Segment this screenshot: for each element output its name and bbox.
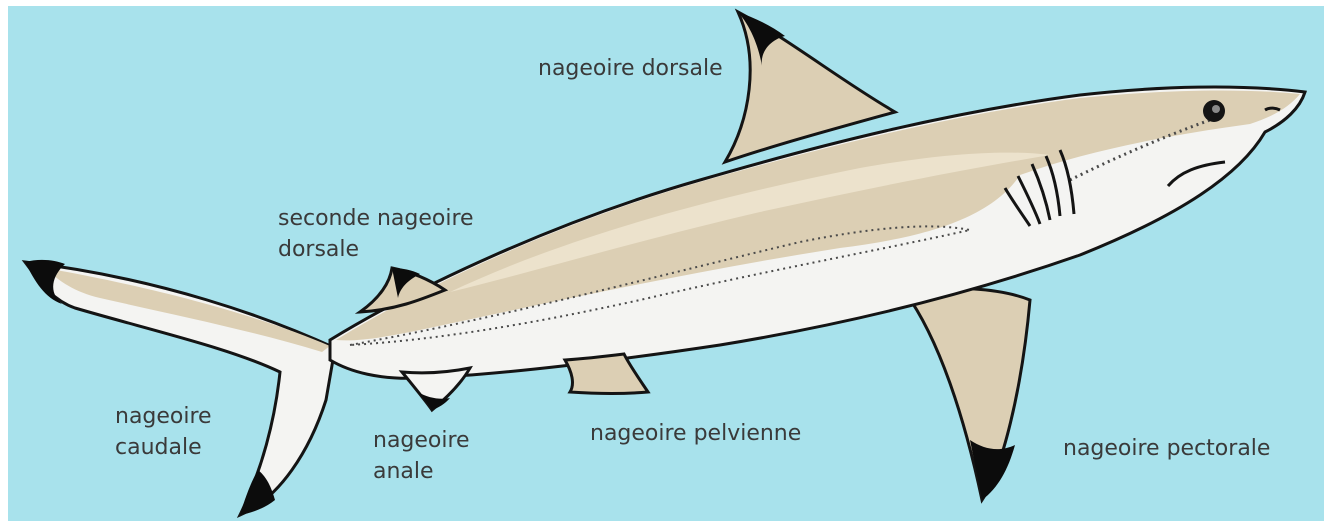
label-anal-fin: nageoire anale xyxy=(373,425,470,487)
label-second-dorsal-fin: seconde nageoire dorsale xyxy=(278,203,474,265)
label-pelvic-fin: nageoire pelvienne xyxy=(590,418,801,449)
label-caudal-fin: nageoire caudale xyxy=(115,401,212,463)
eye-shine xyxy=(1212,105,1220,113)
pelvic-fin xyxy=(565,354,648,394)
pectoral-tip xyxy=(970,440,1015,500)
pectoral-fin xyxy=(905,288,1030,500)
label-pectoral-fin: nageoire pectorale xyxy=(1063,433,1270,464)
label-dorsal-fin: nageoire dorsale xyxy=(538,53,723,84)
